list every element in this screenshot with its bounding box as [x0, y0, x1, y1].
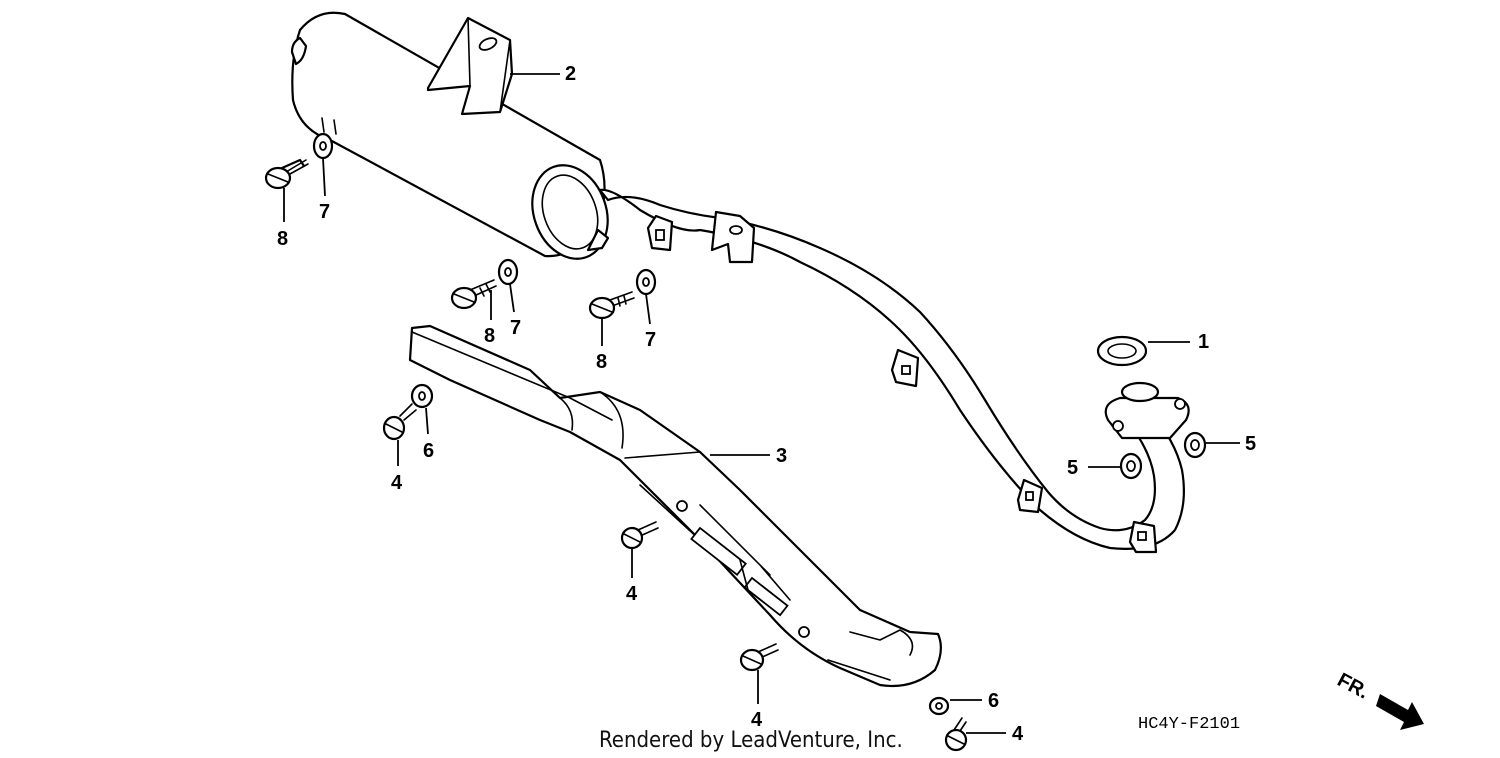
front-direction-label: FR.	[1334, 669, 1373, 704]
exhaust-gasket[interactable]	[1096, 335, 1148, 367]
callout-bolt-middle: 4	[626, 583, 638, 605]
diagram-code: HC4Y-F2101	[1138, 715, 1240, 734]
callout-muffler: 2	[565, 63, 576, 85]
callout-nut-left: 5	[1067, 457, 1078, 479]
callout-washer-left: 6	[423, 440, 434, 462]
washer-bottom-right[interactable]	[928, 696, 950, 716]
callout-bolt-bottom-right: 4	[1012, 723, 1024, 745]
callout-washer-top-left: 7	[319, 201, 330, 223]
callout-bolt-middle-left: 8	[484, 325, 495, 347]
bolt-bottom[interactable]	[739, 643, 779, 672]
callout-gasket: 1	[1198, 331, 1209, 353]
callout-bolt-left: 4	[391, 472, 403, 494]
nut-right[interactable]	[1183, 431, 1207, 459]
callout-washer-middle-left: 7	[510, 317, 521, 339]
washer-middle-left[interactable]	[497, 258, 519, 286]
bolt-left[interactable]	[382, 403, 417, 441]
front-direction-arrow-icon	[1376, 694, 1424, 730]
washer-top-left[interactable]	[312, 132, 334, 160]
callout-washer-bottom-right: 6	[988, 690, 999, 712]
render-credit: Rendered by LeadVenture, Inc.	[599, 728, 903, 753]
flange-bolt-middle-right[interactable]	[588, 291, 635, 320]
heat-guard[interactable]	[408, 324, 942, 688]
bolt-middle[interactable]	[620, 521, 659, 550]
callout-bolt-middle-right: 8	[596, 351, 607, 373]
muffler[interactable]	[290, 11, 620, 270]
callout-washer-middle-right: 7	[645, 329, 656, 351]
front-direction-indicator: FR.	[1334, 669, 1424, 730]
leader-lines	[283, 73, 1240, 734]
nut-left[interactable]	[1119, 452, 1143, 480]
callout-heat-guard: 3	[776, 445, 787, 467]
flange-bolt-middle-left[interactable]	[450, 279, 497, 310]
bolt-bottom-right[interactable]	[944, 717, 968, 752]
callout-bolt-top-left: 8	[277, 228, 288, 250]
washer-middle-right[interactable]	[635, 268, 657, 296]
flange-bolt-top-left[interactable]	[264, 158, 309, 190]
exhaust-pipe[interactable]	[598, 188, 1190, 554]
callout-bolt-bottom: 4	[751, 709, 763, 731]
callout-nut-right: 5	[1245, 433, 1256, 455]
washer-left[interactable]	[410, 383, 434, 409]
